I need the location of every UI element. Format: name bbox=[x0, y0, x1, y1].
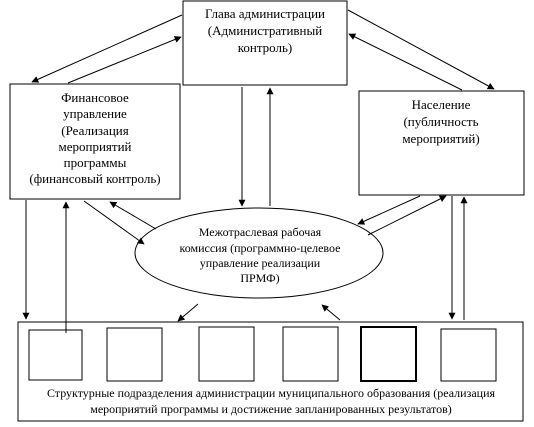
finance-line-2: управление bbox=[63, 106, 127, 121]
head-box bbox=[182, 0, 348, 86]
commission-line-4: ПРМФ) bbox=[240, 271, 279, 285]
commission-line-3: управление реализации bbox=[200, 256, 321, 270]
arrow-finance-to-commission bbox=[83, 200, 145, 245]
head-line-1: Глава администрации bbox=[205, 6, 325, 21]
arrow-head-to-population bbox=[347, 9, 495, 90]
arrow-head-to-finance bbox=[31, 14, 183, 83]
department-square-3 bbox=[198, 326, 255, 382]
population-label: Население (публичность мероприятий) bbox=[402, 97, 479, 146]
department-square-2 bbox=[106, 327, 163, 382]
department-square-1 bbox=[28, 329, 83, 381]
population-box bbox=[358, 90, 525, 196]
commission-label: Межотраслевая рабочая комиссия (программ… bbox=[180, 225, 341, 285]
arrow-commission-to-finance bbox=[109, 201, 157, 230]
commission-line-1: Межотраслевая рабочая bbox=[199, 225, 322, 239]
commission-line-2: комиссия (программно-целевое bbox=[180, 241, 341, 255]
commission-ellipse bbox=[134, 207, 384, 299]
finance-line-1: Финансовое bbox=[61, 90, 129, 105]
finance-box bbox=[9, 83, 181, 200]
arrow-population-to-commission bbox=[357, 195, 421, 225]
head-line-3: контроль) bbox=[238, 40, 293, 55]
departments-box bbox=[17, 321, 524, 422]
finance-line-3: (Реализация bbox=[61, 123, 128, 138]
departments-line-1: Структурные подразделения администрации … bbox=[47, 386, 496, 400]
population-line-3: мероприятий) bbox=[402, 131, 479, 146]
population-line-1: Население bbox=[412, 97, 471, 112]
arrow-population-to-head bbox=[348, 33, 463, 91]
finance-line-6: (финансовый контроль) bbox=[29, 171, 160, 186]
arrow-departments-to-commission bbox=[321, 304, 341, 321]
head-label: Глава администрации (Административный ко… bbox=[205, 6, 325, 55]
arrow-finance-to-head bbox=[67, 36, 182, 84]
department-square-4 bbox=[282, 326, 339, 382]
finance-line-5: программы bbox=[64, 155, 127, 170]
finance-label: Финансовое управление (Реализация меропр… bbox=[29, 90, 160, 186]
arrow-commission-to-departments bbox=[177, 303, 199, 322]
department-square-6 bbox=[440, 328, 497, 382]
departments-line-2: мероприятий программы и достижение запла… bbox=[90, 402, 452, 416]
department-square-5 bbox=[360, 326, 417, 382]
finance-line-4: мероприятий bbox=[59, 139, 132, 154]
departments-label: Структурные подразделения администрации … bbox=[47, 386, 496, 416]
population-line-2: (публичность bbox=[403, 114, 478, 129]
head-line-2: (Административный bbox=[208, 23, 322, 38]
arrow-commission-to-population bbox=[367, 195, 447, 236]
